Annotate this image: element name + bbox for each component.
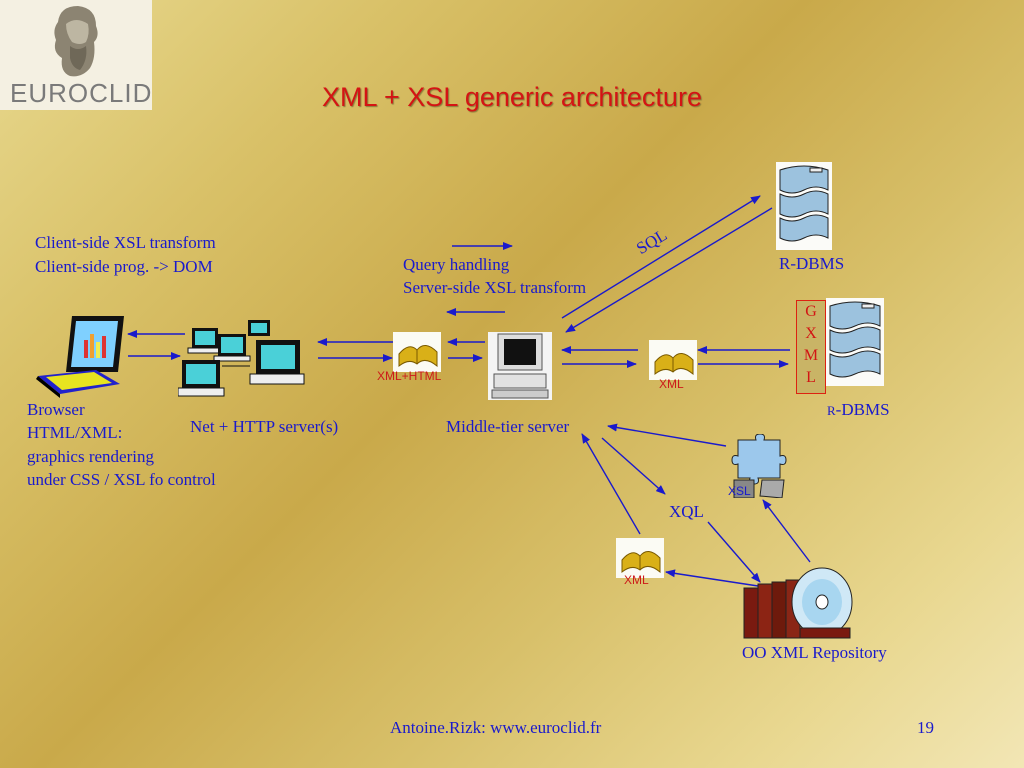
arrow-xsl-to-middle <box>607 423 727 447</box>
arrow-repository-to-xsl <box>762 499 811 563</box>
arrow-xql-to-repository <box>707 521 761 583</box>
puzzle-icon <box>731 434 787 498</box>
page-title: XML + XSL generic architecture <box>322 82 702 112</box>
rdbms-top-label: R-DBMS <box>779 254 845 273</box>
browser-label: Browser <box>27 400 85 419</box>
client-side-xsl-label: Client-side XSL transform <box>35 233 216 252</box>
doc-label-xml-html: XML+HTML <box>377 369 442 383</box>
logo-text: EUROCLID <box>10 78 153 108</box>
document-icon <box>649 340 697 380</box>
gxml-letter: M <box>803 347 819 364</box>
http-server-label: Net + HTTP server(s) <box>190 417 339 436</box>
logo: EUROCLID <box>0 0 152 110</box>
document-icon <box>393 332 441 372</box>
network-servers-icon <box>178 320 305 397</box>
arrow-repository-to-xml <box>665 569 759 587</box>
middle-tier-label: Middle-tier server <box>446 417 570 436</box>
server-side-xsl-label: Server-side XSL transform <box>403 278 587 297</box>
browser-rendering-label: graphics rendering <box>27 447 154 466</box>
repository-label: OO XML Repository <box>742 643 887 662</box>
browser-html-xml-label: HTML/XML: <box>27 423 123 442</box>
gxml-letter: G <box>805 303 817 320</box>
document-icon <box>616 538 664 578</box>
arrow-to-rdbms-top <box>561 195 761 319</box>
browser-css-label: under CSS / XSL fo control <box>27 470 216 489</box>
rdbms-bottom-prefix: R <box>827 403 836 418</box>
arrow-middle-to-xql <box>601 437 666 495</box>
query-handling-label: Query handling <box>403 255 510 274</box>
laptop-icon <box>36 316 124 398</box>
doc-label-xml-right: XML <box>659 377 684 391</box>
xql-label: XQL <box>669 502 704 521</box>
client-side-dom-label: Client-side prog. -> DOM <box>35 257 213 276</box>
gxml-letter: X <box>805 325 817 342</box>
page-number: 19 <box>917 718 934 737</box>
database-icon <box>776 162 832 250</box>
desktop-computer-icon <box>488 332 552 400</box>
arrow-from-rdbms-top <box>565 207 773 333</box>
books-cd-icon <box>743 567 853 639</box>
gxml-letter: L <box>806 369 816 386</box>
footer-credit: Antoine.Rizk: www.euroclid.fr <box>390 718 602 737</box>
rdbms-bottom-rest: -DBMS <box>835 400 890 419</box>
gxml-box: G X M L <box>796 300 826 394</box>
doc-label-xml-bottom: XML <box>624 573 649 587</box>
database-icon <box>826 298 884 386</box>
rdbms-bottom-label: R-DBMS <box>827 398 890 422</box>
arrow-xml-to-middle-bottom <box>581 433 641 535</box>
philosopher-logo-icon <box>54 6 98 77</box>
doc-label-xsl: XSL <box>728 484 751 498</box>
